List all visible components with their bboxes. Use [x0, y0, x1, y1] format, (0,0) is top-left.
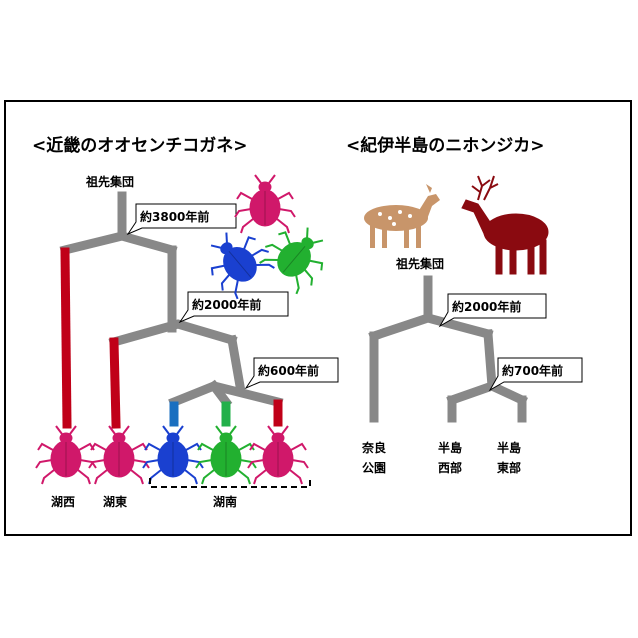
leaf-west-1: 半島 [438, 440, 462, 455]
leaf-kotou: 湖東 [103, 494, 127, 509]
deer-split-2 [446, 381, 528, 406]
deer-dark-icon [461, 175, 549, 275]
split-2 [108, 319, 238, 348]
lineage-kotou [109, 337, 121, 429]
beetle-kotou-icon [88, 425, 150, 485]
callout-3800: 約3800年前 [126, 203, 237, 236]
beetle-konan-green-icon [195, 425, 257, 485]
left-ancestor-label: 祖先集団 [85, 174, 134, 189]
right-ancestor-label: 祖先集団 [395, 256, 444, 271]
callout-2000-left: 約2000年前 [178, 291, 289, 324]
svg-text:約2000年前: 約2000年前 [192, 297, 261, 312]
beetle-blue-icon [194, 218, 280, 304]
beetle-konan-red-icon [247, 425, 309, 485]
beetle-tree [59, 191, 284, 409]
beetle-konan-blue-icon [142, 425, 204, 485]
deer-tree [368, 275, 528, 423]
leaf-west-2: 西部 [438, 460, 462, 475]
split-1 [59, 231, 178, 256]
left-title: <近畿のオオセンチコガネ> [32, 135, 248, 156]
leaf-nara-2: 公園 [362, 461, 386, 475]
leaf-kosei: 湖西 [51, 494, 75, 509]
leaf-east-2: 東部 [497, 460, 521, 475]
branch-3 [226, 334, 246, 392]
svg-text:約700年前: 約700年前 [502, 363, 563, 378]
beetle-green-icon [254, 213, 340, 299]
deer-split-1 [368, 313, 494, 342]
svg-text:約3800年前: 約3800年前 [140, 209, 209, 224]
svg-text:約2000年前: 約2000年前 [452, 299, 521, 314]
callout-600: 約600年前 [244, 357, 339, 390]
beetle-magenta-icon [234, 174, 296, 234]
beetle-kosei-icon [35, 425, 97, 485]
leaf-konan: 湖南 [213, 494, 237, 509]
leaf-nara-1: 奈良 [361, 440, 386, 455]
right-title: <紀伊半島のニホンジカ> [346, 135, 545, 156]
leaf-east-1: 半島 [497, 440, 521, 455]
lineage-colors [60, 247, 283, 429]
deer-light-icon [364, 184, 440, 248]
svg-text:約600年前: 約600年前 [258, 363, 319, 378]
konan-bracket [149, 478, 311, 488]
lineage-kosei [60, 247, 72, 429]
deer-branch-2 [483, 329, 497, 391]
branch-3-mid [207, 379, 233, 409]
callout-2000-right: 約2000年前 [438, 293, 547, 328]
callout-700: 約700年前 [488, 357, 583, 392]
